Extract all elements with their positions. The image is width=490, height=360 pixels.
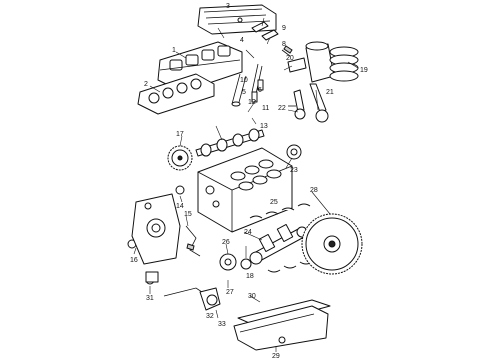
callout-4: 4 (240, 37, 244, 44)
callout-15: 15 (184, 211, 192, 218)
flywheel (301, 213, 363, 275)
callout-31: 31 (146, 295, 154, 302)
crankshaft (249, 223, 308, 265)
callout-29: 29 (272, 353, 280, 360)
oil-pan (233, 305, 329, 351)
callout-24: 24 (244, 229, 252, 236)
callout-5: 5 (242, 89, 246, 96)
piston-assembly (287, 41, 359, 83)
main-bearings (249, 203, 313, 273)
rocker-arms (251, 21, 293, 57)
callout-1: 1 (172, 47, 176, 54)
timing-cover (131, 193, 181, 265)
callout-13: 13 (260, 123, 268, 130)
callout-32: 32 (206, 313, 214, 320)
callout-27: 27 (226, 289, 234, 296)
connecting-rods (288, 83, 329, 123)
callout-20: 20 (286, 55, 294, 62)
callout-28: 28 (310, 187, 318, 194)
callout-26: 26 (222, 239, 230, 246)
callout-12: 12 (248, 99, 256, 106)
callout-9: 9 (282, 25, 286, 32)
callout-8: 8 (282, 41, 286, 48)
callout-33: 33 (218, 321, 226, 328)
oil-pump (145, 271, 221, 311)
callout-22: 22 (278, 105, 286, 112)
callout-labels: 1 2 3 4 5 6 7 8 9 10 11 12 13 14 15 16 1… (130, 3, 368, 360)
callout-14: 14 (176, 203, 184, 210)
callout-3: 3 (226, 3, 230, 10)
valves-lifters (231, 63, 264, 107)
pulley (286, 144, 302, 160)
callout-25: 25 (270, 199, 278, 206)
brackets (185, 225, 201, 257)
callout-10: 10 (240, 77, 248, 84)
camshaft (195, 128, 265, 157)
callout-16: 16 (130, 257, 138, 264)
callout-18: 18 (246, 273, 254, 280)
callout-19: 19 (360, 67, 368, 74)
callout-6: 6 (258, 87, 262, 94)
callout-17: 17 (176, 131, 184, 138)
leader-lines (133, 17, 359, 352)
callout-2: 2 (144, 81, 148, 88)
crank-damper (219, 253, 252, 271)
callout-11: 11 (262, 105, 269, 112)
head-gasket (137, 73, 215, 115)
callout-30: 30 (248, 293, 256, 300)
callout-23: 23 (290, 167, 298, 174)
callout-7: 7 (266, 39, 270, 46)
engine-block (197, 147, 293, 233)
cam-sprocket (167, 145, 193, 171)
valve-cover (197, 4, 277, 35)
callout-21: 21 (326, 89, 334, 96)
